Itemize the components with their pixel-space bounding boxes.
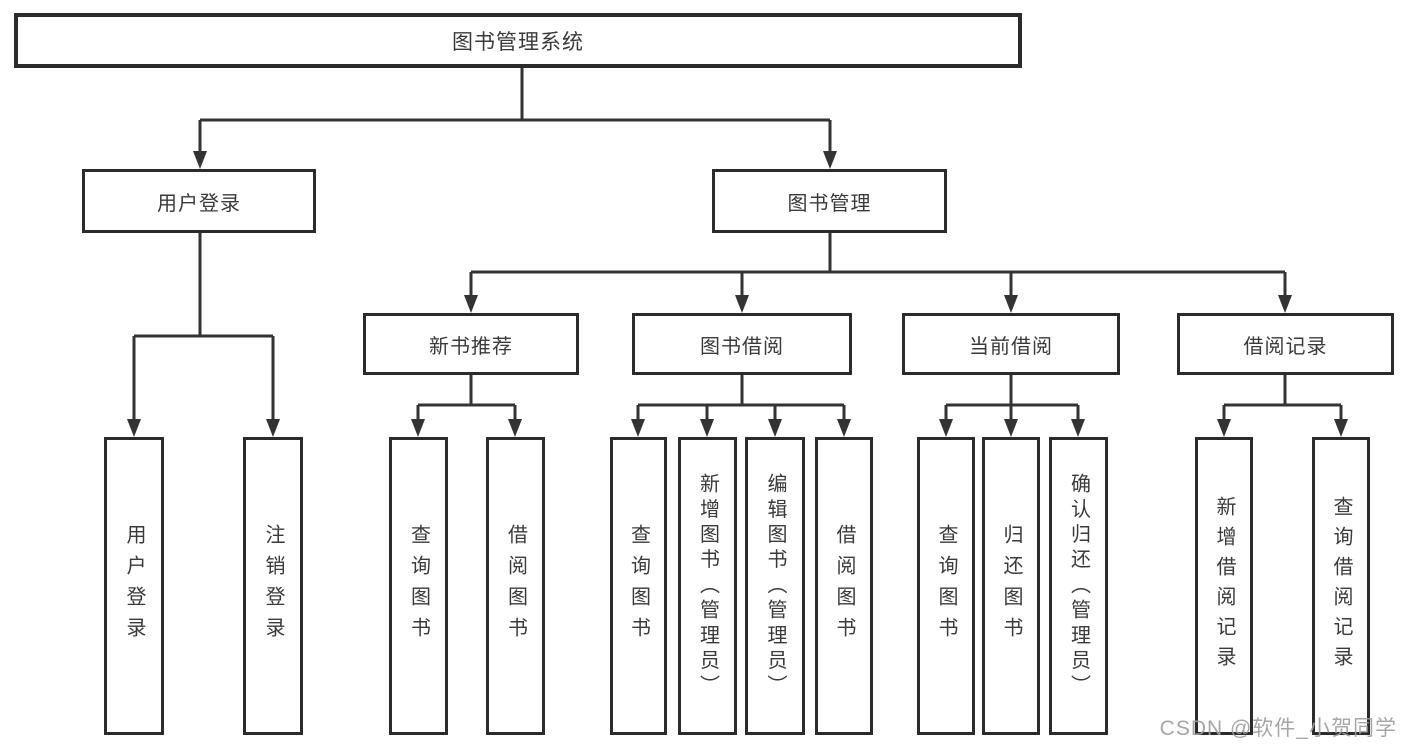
leaf-query-borrow-record: 查询借阅记录 bbox=[1312, 437, 1370, 735]
leaf-return-book: 归还图书 bbox=[982, 437, 1040, 735]
watermark: CSDN @软件_小贺同学 bbox=[1159, 717, 1397, 740]
node-root-label: 图书管理系统 bbox=[452, 30, 584, 54]
leaf-edit-book-admin: 编辑图书（管理员） bbox=[745, 437, 805, 735]
leaf-borrow-books-recommend: 借阅图书 bbox=[486, 437, 545, 735]
leaf-query-books-current-label: 查询图书 bbox=[935, 524, 957, 648]
leaf-borrow-books-recommend-label: 借阅图书 bbox=[504, 524, 527, 648]
node-book-management: 图书管理 bbox=[712, 169, 947, 233]
node-user-login-label: 用户登录 bbox=[157, 192, 241, 215]
leaf-query-borrow-record-label: 查询借阅记录 bbox=[1330, 496, 1352, 676]
leaf-query-books-borrowing: 查询图书 bbox=[610, 437, 667, 735]
leaf-return-book-label: 归还图书 bbox=[1000, 524, 1022, 648]
node-book-management-label: 图书管理 bbox=[787, 192, 872, 215]
leaf-user-login-label: 用户登录 bbox=[123, 524, 145, 648]
node-book-borrowing: 图书借阅 bbox=[632, 313, 852, 375]
leaf-add-borrow-record: 新增借阅记录 bbox=[1195, 437, 1253, 735]
leaf-user-login: 用户登录 bbox=[104, 437, 164, 735]
leaf-add-book-admin-label: 新增图书（管理员） bbox=[696, 472, 719, 700]
leaf-add-borrow-record-label: 新增借阅记录 bbox=[1213, 496, 1235, 676]
node-book-borrowing-label: 图书借阅 bbox=[700, 335, 784, 358]
node-borrowing-records: 借阅记录 bbox=[1177, 313, 1394, 375]
leaf-query-books-borrowing-label: 查询图书 bbox=[627, 524, 650, 648]
leaf-confirm-return-admin: 确认归还（管理员） bbox=[1049, 437, 1108, 735]
node-current-borrowing-label: 当前借阅 bbox=[969, 335, 1053, 358]
node-current-borrowing: 当前借阅 bbox=[902, 313, 1120, 375]
leaf-add-book-admin: 新增图书（管理员） bbox=[678, 437, 737, 735]
leaf-borrow-books-label: 借阅图书 bbox=[833, 524, 855, 648]
node-new-book-recommend: 新书推荐 bbox=[363, 313, 579, 375]
leaf-borrow-books: 借阅图书 bbox=[815, 437, 873, 735]
leaf-edit-book-admin-label: 编辑图书（管理员） bbox=[764, 472, 786, 700]
leaf-confirm-return-admin-label: 确认归还（管理员） bbox=[1067, 472, 1090, 700]
node-new-book-recommend-label: 新书推荐 bbox=[429, 335, 513, 358]
leaf-logout-label: 注销登录 bbox=[262, 524, 284, 648]
leaf-logout: 注销登录 bbox=[243, 437, 303, 735]
node-root: 图书管理系统 bbox=[14, 13, 1022, 68]
leaf-query-books-current: 查询图书 bbox=[917, 437, 975, 735]
node-borrowing-records-label: 借阅记录 bbox=[1243, 335, 1328, 358]
leaf-query-books-recommend: 查询图书 bbox=[389, 437, 448, 735]
leaf-query-books-recommend-label: 查询图书 bbox=[407, 524, 430, 648]
node-user-login: 用户登录 bbox=[82, 169, 316, 233]
